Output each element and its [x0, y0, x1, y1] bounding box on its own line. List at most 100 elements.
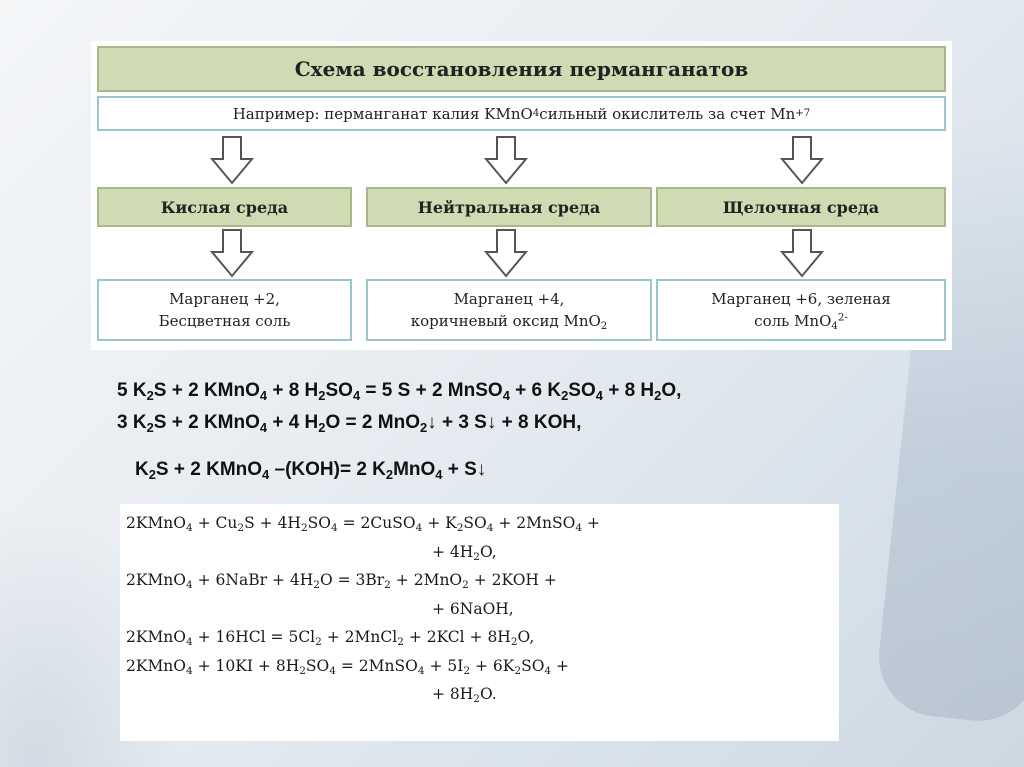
- formula-text: S + 4H: [244, 514, 301, 532]
- formula-subscript: 2: [146, 419, 154, 435]
- down-arrow-icon: [210, 229, 254, 278]
- formula-text: 2KMnO: [126, 514, 187, 532]
- formula-subscript: 4: [259, 387, 268, 403]
- formula-text: + 2MnCl: [321, 628, 398, 646]
- formula-text: O.: [480, 685, 497, 703]
- formula-subscript: 2: [318, 387, 326, 403]
- formula-text: + K: [422, 514, 457, 532]
- formula-text: S + 2 KMnO: [153, 380, 260, 401]
- result-alkaline-line1: Марганец +6, зеленая: [711, 290, 891, 308]
- formula-subscript: 2: [473, 550, 480, 563]
- result-alkaline-line2: соль MnO42-: [754, 310, 848, 332]
- formula-text: + 2MnSO: [493, 514, 576, 532]
- formula-subscript: 2: [318, 419, 326, 435]
- equation-block: 2KMnO4 + Cu2S + 4H2SO4 = 2CuSO4 + K2SO4 …: [120, 504, 839, 741]
- permanganate-scheme: Схема восстановления перманганатов Напри…: [91, 41, 952, 350]
- formula-subscript: 4: [415, 522, 423, 535]
- result-acidic-line1: Марганец +2,: [169, 290, 280, 308]
- formula-subscript: 2: [385, 466, 394, 482]
- down-arrow-icon: [780, 136, 824, 185]
- formula-subscript: 4: [186, 636, 193, 649]
- formula-subscript: 4: [259, 419, 268, 435]
- formula-text: SO: [521, 656, 545, 675]
- formula-subscript: 2: [299, 664, 306, 677]
- formula-text: + 8 H: [267, 380, 319, 401]
- formula-subscript: 4: [262, 466, 270, 482]
- formula-text: –(KOH)= 2 K: [269, 459, 386, 480]
- formula-subscript: 2: [510, 636, 518, 649]
- formula-text: O,: [517, 628, 535, 646]
- equation-line: 2KMnO4 + 6NaBr + 4H2O = 3Br2 + 2MnO2 + 2…: [126, 566, 833, 595]
- medium-acidic: Кислая среда: [97, 187, 352, 227]
- result-neutral-line1: Марганец +4,: [453, 290, 565, 308]
- bold-equation-alkaline: K2S + 2 KMnO4 –(KOH)= 2 K2MnO4 + S↓: [135, 459, 486, 481]
- equation-continuation-line: + 8H2O.: [126, 680, 833, 709]
- down-arrow-icon: [210, 136, 254, 185]
- formula-text: 2KMnO: [126, 571, 187, 589]
- formula-subscript: 4: [330, 522, 338, 535]
- formula-text: S + 2 KMnO: [155, 459, 263, 480]
- formula-subscript: 2: [237, 522, 245, 535]
- formula-text: + 5I: [424, 656, 464, 675]
- formula-subscript: 4: [186, 522, 193, 535]
- formula-text: + 10KI + 8H: [192, 656, 300, 675]
- equation-line: 2KMnO4 + 10KI + 8H2SO4 = 2MnSO4 + 5I2 + …: [126, 652, 833, 681]
- bold-equation-acidic: 5 K2S + 2 KMnO4 + 8 H2SO4 = 5 S + 2 MnSO…: [117, 380, 681, 402]
- formula-text: SO: [463, 514, 487, 532]
- equation-continuation-line: + 6NaOH,: [126, 595, 833, 624]
- result-alkaline-line2-text: соль MnO: [754, 312, 832, 330]
- formula-text: 2KMnO: [126, 628, 187, 646]
- formula-subscript: 4: [575, 522, 583, 535]
- formula-text: = 2MnSO: [335, 656, 418, 675]
- formula-subscript: 4: [417, 664, 425, 677]
- formula-text: SO: [568, 380, 596, 401]
- formula-subscript: 2: [419, 419, 428, 435]
- result-neutral: Марганец +4, коричневый оксид MnO2: [366, 279, 652, 341]
- formula-text: + 8 H: [602, 380, 655, 401]
- formula-subscript: 2: [315, 636, 322, 649]
- formula-subscript: 4: [595, 387, 603, 403]
- formula-text: + 6NaBr + 4H: [192, 571, 314, 589]
- result-neutral-line2: коричневый оксид MnO2: [411, 310, 608, 332]
- formula-subscript: 2: [654, 387, 662, 403]
- formula-text: + 6K: [470, 656, 515, 675]
- formula-text: +: [582, 514, 600, 532]
- formula-text: + 6 K: [509, 380, 562, 401]
- formula-subscript: 4: [435, 466, 443, 482]
- down-arrow-icon: [484, 229, 528, 278]
- formula-text: MnO: [393, 459, 436, 480]
- formula-text: + 8H: [432, 685, 474, 703]
- formula-subscript: 2: [313, 579, 320, 592]
- formula-text: = 2CuSO: [337, 514, 416, 532]
- formula-subscript: 4: [186, 579, 193, 592]
- formula-subscript: 4: [544, 664, 552, 677]
- formula-text: + 4H: [432, 542, 474, 561]
- formula-text: O,: [661, 380, 682, 401]
- formula-text: O,: [480, 542, 497, 561]
- formula-subscript: 4: [352, 387, 361, 403]
- formula-subscript: 4: [486, 522, 494, 535]
- result-acidic: Марганец +2, Бесцветная соль: [97, 279, 352, 341]
- formula-subscript: 2: [146, 387, 154, 403]
- result-acidic-line2: Бесцветная соль: [158, 312, 291, 330]
- formula-text: 5 K: [117, 380, 147, 401]
- equation-line: 2KMnO4 + 16HCl = 5Cl2 + 2MnCl2 + 2KCl + …: [126, 623, 833, 652]
- result-alkaline: Марганец +6, зеленая соль MnO42-: [656, 279, 946, 341]
- formula-text: + S↓: [442, 459, 487, 480]
- formula-subscript: 2: [463, 664, 471, 677]
- formula-subscript: 4: [502, 387, 510, 403]
- example-text: Например: перманганат калия KMnO: [232, 104, 533, 123]
- formula-subscript: 2: [300, 522, 308, 535]
- formula-text: SO: [325, 380, 353, 401]
- medium-neutral: Нейтральная среда: [366, 187, 652, 227]
- formula-text: S + 2 KMnO: [153, 412, 260, 433]
- formula-subscript: 2: [456, 522, 464, 535]
- result-neutral-subscript: 2: [600, 321, 608, 333]
- example-text-2: сильный окислитель за счет Mn: [539, 104, 796, 123]
- formula-subscript: 2: [148, 466, 156, 482]
- result-alkaline-subscript: 4: [831, 321, 838, 333]
- formula-subscript: 2: [384, 579, 391, 592]
- formula-text: +: [551, 656, 570, 675]
- formula-text: + Cu: [192, 514, 238, 532]
